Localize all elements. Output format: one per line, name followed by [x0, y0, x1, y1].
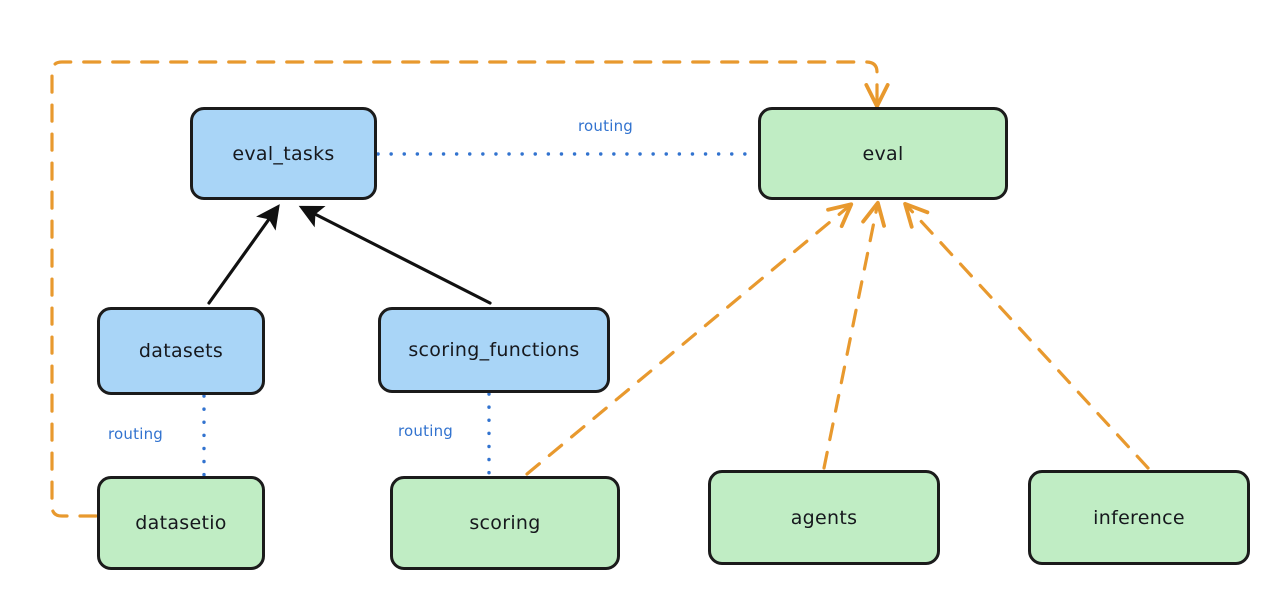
edge-scoring-functions-to-eval-tasks: [298, 205, 492, 305]
node-label-inference: inference: [1093, 506, 1185, 529]
node-scoring-functions[interactable]: scoring_functions: [378, 307, 610, 393]
edge-datasets-to-eval-tasks: [207, 204, 280, 305]
node-label-eval-tasks: eval_tasks: [232, 142, 335, 165]
edge-inference-to-eval: [903, 201, 1150, 470]
edge-datasetio-to-eval: [50, 60, 890, 518]
node-label-datasetio: datasetio: [135, 512, 227, 534]
edge-label-routing-eval-tasks-eval: routing: [578, 117, 633, 135]
node-label-datasets: datasets: [138, 340, 224, 362]
edge-label-routing-scoring-functions-scoring: routing: [398, 422, 453, 440]
node-label-agents: agents: [790, 506, 858, 529]
node-scoring[interactable]: scoring: [390, 476, 620, 570]
node-datasets[interactable]: datasets: [97, 307, 265, 395]
edge-agents-to-eval: [822, 200, 886, 470]
node-label-eval: eval: [862, 142, 904, 165]
edge-label-routing-datasets-datasetio: routing: [108, 425, 163, 443]
edge-scoring-to-eval: [525, 202, 854, 476]
node-inference[interactable]: inference: [1028, 470, 1250, 565]
node-label-scoring: scoring: [469, 512, 541, 534]
node-eval[interactable]: eval: [758, 107, 1008, 200]
node-eval-tasks[interactable]: eval_tasks: [190, 107, 377, 200]
node-agents[interactable]: agents: [708, 470, 940, 565]
node-datasetio[interactable]: datasetio: [97, 476, 265, 570]
node-label-scoring-functions: scoring_functions: [408, 339, 580, 361]
